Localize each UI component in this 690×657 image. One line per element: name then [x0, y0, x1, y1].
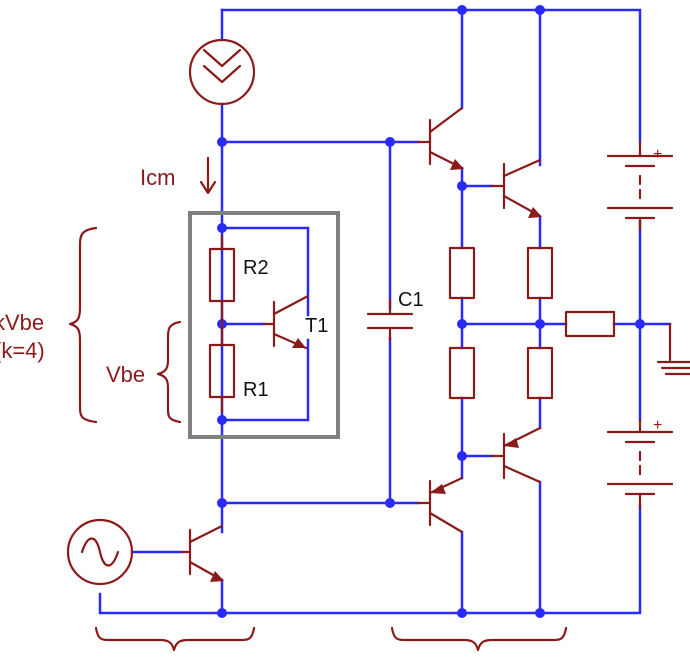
- ac-source-icon: [66, 518, 134, 586]
- c1-label: C1: [398, 289, 424, 311]
- vbe-brace-icon: [156, 320, 182, 424]
- lower-left-resistor: [448, 346, 476, 400]
- kvbe-brace-icon: [68, 226, 98, 424]
- r1-label: R1: [243, 379, 269, 401]
- output-resistor: [564, 310, 616, 338]
- upper-left-resistor: [448, 246, 476, 300]
- junction-dots: [217, 5, 645, 618]
- icm-arrow-icon: [199, 156, 217, 195]
- icm-label: Icm: [140, 165, 175, 190]
- upper-output-transistor-icon: [490, 158, 542, 218]
- wires: [98, 8, 672, 615]
- t1-label: T1: [305, 315, 328, 337]
- top-battery-icon: [606, 140, 674, 232]
- input-transistor-icon: [180, 524, 224, 582]
- t1-transistor-icon: [262, 294, 310, 350]
- plus-bottom-label: +: [653, 417, 662, 434]
- lower-driver-transistor-icon: [416, 476, 464, 534]
- current-source-icon: [188, 38, 256, 106]
- bottom-left-brace-icon: [94, 626, 256, 652]
- k-value-label: (k=4): [0, 338, 45, 363]
- plus-top-label: +: [653, 146, 662, 163]
- kvbe-label: kVbe: [0, 310, 44, 335]
- upper-right-resistor: [526, 246, 554, 300]
- vbe-label: Vbe: [106, 362, 145, 387]
- bottom-battery-icon: [606, 418, 674, 510]
- upper-driver-transistor-icon: [416, 106, 464, 170]
- vbe-multiplier-box: [188, 211, 340, 439]
- lower-right-resistor: [526, 346, 554, 400]
- ground-icon: [656, 322, 690, 376]
- r2-label: R2: [243, 257, 269, 279]
- c1-capacitor-icon: [366, 298, 414, 342]
- lower-output-transistor-icon: [490, 426, 542, 484]
- bottom-right-brace-icon: [390, 626, 568, 652]
